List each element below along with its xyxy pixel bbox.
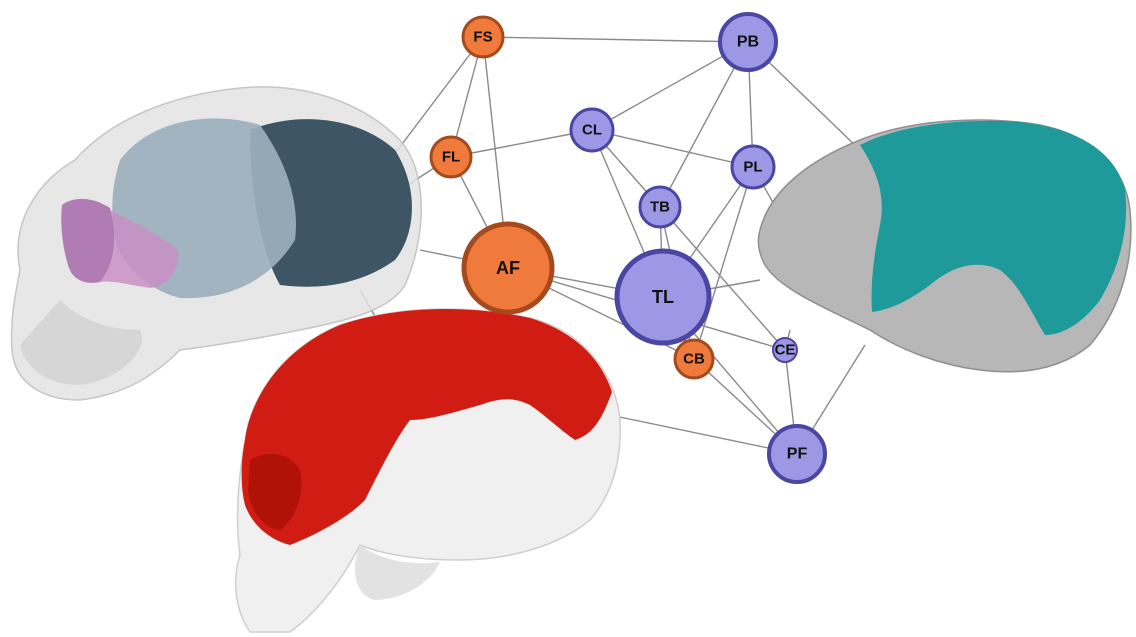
node-fs: FS xyxy=(463,17,503,57)
node-pl-label: PL xyxy=(743,159,762,176)
node-tl-label: TL xyxy=(652,287,674,307)
edge-fs-pb xyxy=(483,37,748,42)
node-pf: PF xyxy=(769,426,825,482)
node-tl: TL xyxy=(617,251,709,343)
node-cb-label: CB xyxy=(683,351,705,368)
node-fl-label: FL xyxy=(442,149,460,166)
node-pf-label: PF xyxy=(787,446,808,463)
node-af-label: AF xyxy=(496,258,520,278)
node-cl-label: CL xyxy=(582,122,602,139)
node-cb: CB xyxy=(675,340,713,378)
node-tb: TB xyxy=(640,187,680,227)
node-pb: PB xyxy=(720,14,776,70)
node-pb-label: PB xyxy=(737,34,759,51)
node-af: AF xyxy=(464,224,552,312)
edge-pl-cb xyxy=(694,167,753,359)
node-fl: FL xyxy=(431,137,471,177)
right-skull xyxy=(758,120,1131,372)
node-ce-label: CE xyxy=(775,342,796,359)
front-skull xyxy=(236,309,621,632)
node-ce: CE xyxy=(773,338,797,362)
node-pl: PL xyxy=(732,146,774,188)
node-fs-label: FS xyxy=(473,29,492,46)
edge-cl-pl xyxy=(592,130,753,167)
node-cl: CL xyxy=(571,109,613,151)
node-tb-label: TB xyxy=(650,199,670,216)
